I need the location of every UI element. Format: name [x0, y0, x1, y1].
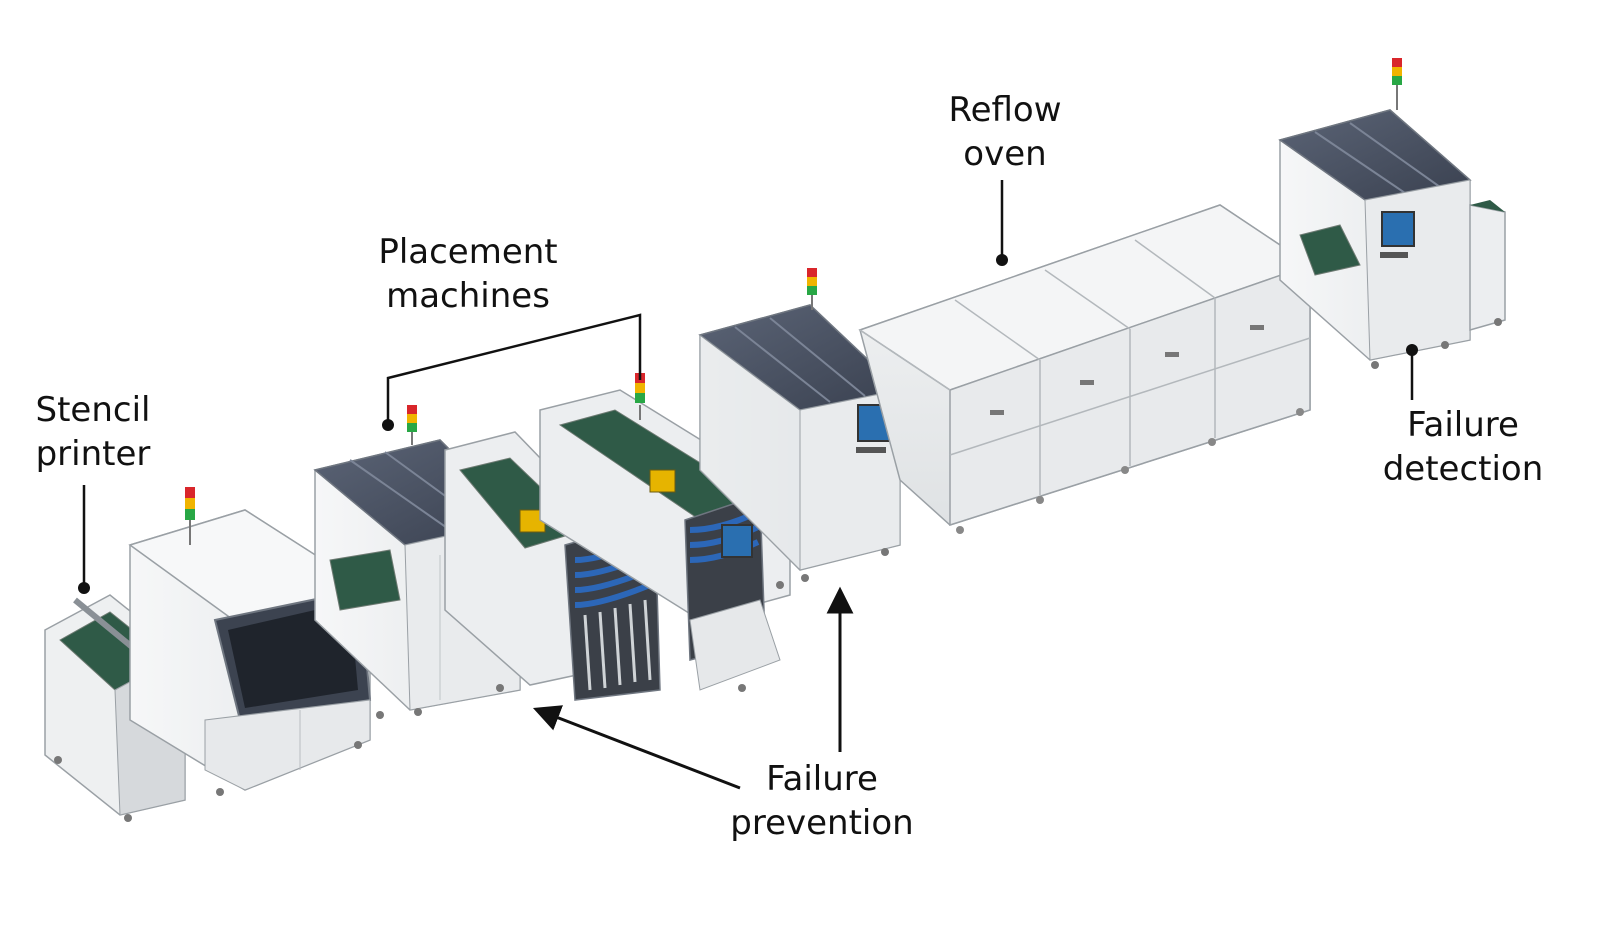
callout-dots — [78, 254, 1418, 594]
callout-dot-icon — [78, 582, 90, 594]
inspection-machine — [1278, 58, 1506, 369]
label-placement-machines: Placement machines — [378, 232, 558, 316]
placement-machine-3 — [539, 373, 791, 692]
label-stencil-printer: Stencil printer — [35, 390, 151, 474]
placement-machine-4 — [698, 268, 902, 582]
monitor-icon — [1381, 211, 1415, 247]
prevention-arrows — [532, 586, 854, 790]
label-failure-prevention: Failure prevention — [730, 759, 914, 843]
arrow-icon — [532, 705, 741, 790]
reflow-oven — [858, 204, 1312, 534]
label-failure-detection: Failure detection — [1382, 405, 1544, 489]
callout-dot-icon — [996, 254, 1008, 266]
label-reflow-oven: Reflow oven — [948, 90, 1062, 174]
callout-lines — [82, 180, 1414, 588]
callout-dot-icon — [382, 419, 394, 431]
monitor-icon — [721, 524, 753, 558]
callout-dot-icon — [1406, 344, 1418, 356]
